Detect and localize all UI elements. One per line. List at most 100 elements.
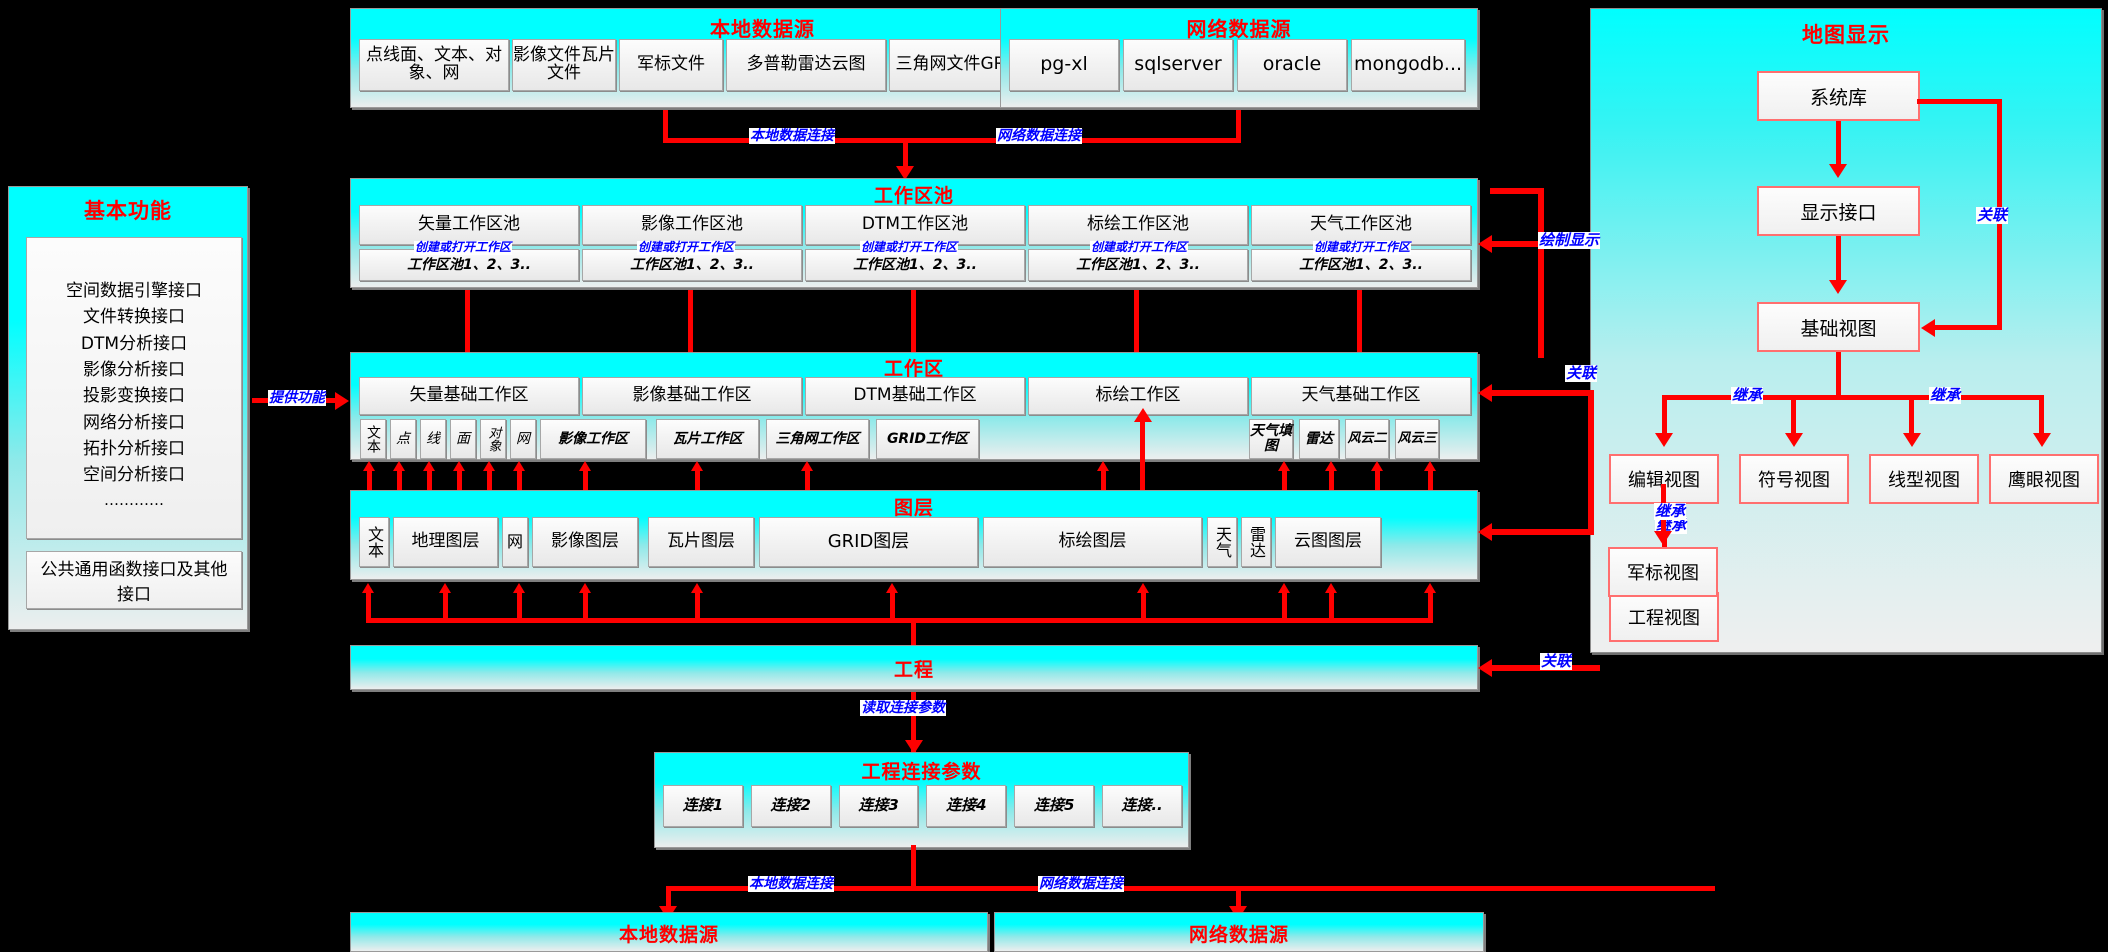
project-panel: 工程: [350, 645, 1478, 690]
project-conn-panel: 工程连接参数 连接1 连接2 连接3 连接4 连接5 连接..: [654, 752, 1189, 848]
display-interface-box[interactable]: 显示接口: [1757, 186, 1920, 236]
basic-functions-footer[interactable]: 公共通用函数接口及其他接口: [26, 551, 242, 609]
interface-item: 文件转换接口: [83, 307, 185, 328]
arrow-layer-weather: [1278, 461, 1290, 471]
pool-item[interactable]: 标绘工作区池: [1028, 205, 1248, 245]
draw-display-v: [1538, 188, 1544, 358]
workarea-sub-point[interactable]: 点: [390, 419, 416, 459]
workarea-base[interactable]: 天气基础工作区: [1251, 377, 1471, 415]
map-display-panel: 地图显示 系统库 显示接口 基础视图 编辑视图 符号视图 线型视图 鹰眼视图 工…: [1590, 8, 2102, 653]
interface-item: …………: [104, 490, 164, 509]
local-source-item[interactable]: 军标文件: [619, 39, 723, 91]
layer-radar[interactable]: 雷达: [1241, 517, 1271, 567]
workarea-sub-fy3[interactable]: 风云三: [1395, 419, 1439, 459]
assoc-layers-h: [1490, 529, 1594, 535]
arrow-draw-display-pool: [1478, 235, 1492, 253]
workarea-sub-line[interactable]: 线: [420, 419, 446, 459]
layer-image[interactable]: 影像图层: [532, 517, 638, 567]
label-inherit-mil: 继承: [1654, 502, 1687, 521]
arrow-layer-cloud-1: [1371, 461, 1383, 471]
conn-item[interactable]: 连接3: [838, 785, 919, 827]
base-view-box[interactable]: 基础视图: [1757, 302, 1920, 352]
eagleeye-view-box[interactable]: 鹰眼视图: [1989, 454, 2099, 504]
conn-item[interactable]: 连接..: [1102, 785, 1182, 827]
pool-item[interactable]: 矢量工作区池: [359, 205, 579, 245]
label-associate-project: 关联: [1540, 652, 1573, 671]
mc-arrow-assoc-base: [1921, 319, 1935, 337]
pool-item[interactable]: DTM工作区池: [805, 205, 1025, 245]
basic-functions-interface-list[interactable]: 空间数据引擎接口 文件转换接口 DTM分析接口 影像分析接口 投影变换接口 网络…: [26, 237, 242, 539]
network-source-item[interactable]: sqlserver: [1123, 39, 1233, 91]
layer-biaohui[interactable]: 标绘图层: [983, 517, 1202, 567]
workarea-sub-polygon[interactable]: 面: [450, 419, 476, 459]
layer-weather[interactable]: 天气: [1207, 517, 1237, 567]
layers-title: 图层: [893, 497, 934, 519]
arrow-bus-6: [886, 583, 898, 593]
local-data-source-title: 本地数据源: [710, 17, 815, 41]
layer-text[interactable]: 文本: [359, 517, 389, 567]
pool-item[interactable]: 天气工作区池: [1251, 205, 1471, 245]
label-inherit-right: 继承: [1929, 386, 1962, 405]
workarea-base[interactable]: DTM基础工作区: [805, 377, 1025, 415]
label-bottom-network-conn: 网络数据连接: [1038, 876, 1124, 893]
arrow-bus-10: [1424, 583, 1436, 593]
local-source-item[interactable]: 影像文件瓦片文件: [512, 39, 616, 91]
mc-fan-4: [2039, 395, 2044, 437]
mc-arrow-mil-view: [1654, 531, 1672, 545]
pool-item[interactable]: 影像工作区池: [582, 205, 802, 245]
draw-display-h-wa: [1490, 390, 1544, 396]
interface-item: 投影变换接口: [83, 386, 185, 407]
layer-geo[interactable]: 地理图层: [393, 517, 498, 567]
workarea-sub-net[interactable]: 网: [510, 419, 536, 459]
workarea-base[interactable]: 影像基础工作区: [582, 377, 802, 415]
arrow-layer-net: [513, 461, 525, 471]
workarea-sub-weather-map[interactable]: 天气填图: [1249, 419, 1293, 459]
local-source-item[interactable]: 多普勒雷达云图: [726, 39, 886, 91]
workarea-pool-panel: 工作区池 矢量工作区池 影像工作区池 DTM工作区池 标绘工作区池 天气工作区池…: [350, 178, 1478, 288]
layer-net[interactable]: 网: [502, 517, 528, 567]
workarea-sub-object[interactable]: 对象: [480, 419, 506, 459]
bus-p6: [890, 592, 895, 622]
layer-tile[interactable]: 瓦片图层: [648, 517, 754, 567]
arrow-assoc-project: [1478, 659, 1492, 677]
interface-item: DTM分析接口: [80, 333, 188, 354]
bus-p3: [517, 592, 522, 622]
network-source-item[interactable]: pg-xl: [1009, 39, 1119, 91]
interface-item: 影像分析接口: [83, 360, 185, 381]
workarea-sub-fy2[interactable]: 风云二: [1345, 419, 1389, 459]
layer-grid[interactable]: GRID图层: [759, 517, 978, 567]
assoc-layers-v: [1588, 390, 1594, 535]
workarea-base[interactable]: 矢量基础工作区: [359, 377, 579, 415]
workarea-sub-image[interactable]: 影像工作区: [540, 419, 646, 459]
label-provide-function: 提供功能: [268, 390, 326, 407]
military-view-box[interactable]: 军标视图: [1608, 547, 1718, 597]
connector-pool-to-wa-5: [1357, 290, 1362, 360]
local-source-item[interactable]: 点线面、文本、对象、网: [359, 39, 509, 91]
mc-syslib-assoc-h2: [1935, 325, 2002, 330]
conn-item[interactable]: 连接5: [1014, 785, 1095, 827]
bus-center-drop: [911, 618, 916, 648]
mc-base-down: [1836, 352, 1841, 399]
conn-item[interactable]: 连接2: [750, 785, 831, 827]
network-source-item[interactable]: oracle: [1237, 39, 1347, 91]
workarea-sub-tile[interactable]: 瓦片工作区: [656, 419, 759, 459]
arrow-layer-image: [579, 461, 591, 471]
mc-fan-2: [1791, 395, 1796, 437]
system-lib-box[interactable]: 系统库: [1757, 71, 1920, 121]
conn-item[interactable]: 连接4: [926, 785, 1007, 827]
connector-local-to-pool-v: [663, 110, 668, 142]
linetype-view-box[interactable]: 线型视图: [1869, 454, 1979, 504]
arrow-draw-display-wa: [1478, 384, 1492, 402]
mc-arrow-fan-1: [1655, 433, 1673, 447]
network-source-item[interactable]: mongodb...: [1351, 39, 1465, 91]
workarea-sub-tin[interactable]: 三角网工作区: [766, 419, 869, 459]
symbol-view-box[interactable]: 符号视图: [1739, 454, 1849, 504]
project-view-box[interactable]: 工程视图: [1609, 592, 1719, 642]
conn-item[interactable]: 连接1: [663, 785, 743, 827]
layer-cloud[interactable]: 云图图层: [1275, 517, 1381, 567]
workarea-sub-grid[interactable]: GRID工作区: [876, 419, 979, 459]
workarea-sub-text[interactable]: 文本: [360, 419, 386, 459]
workarea-sub-radar[interactable]: 雷达: [1299, 419, 1339, 459]
mc-fan-1: [1662, 395, 1667, 437]
label-create-or-open-5: 创建或打开工作区: [1313, 240, 1412, 255]
